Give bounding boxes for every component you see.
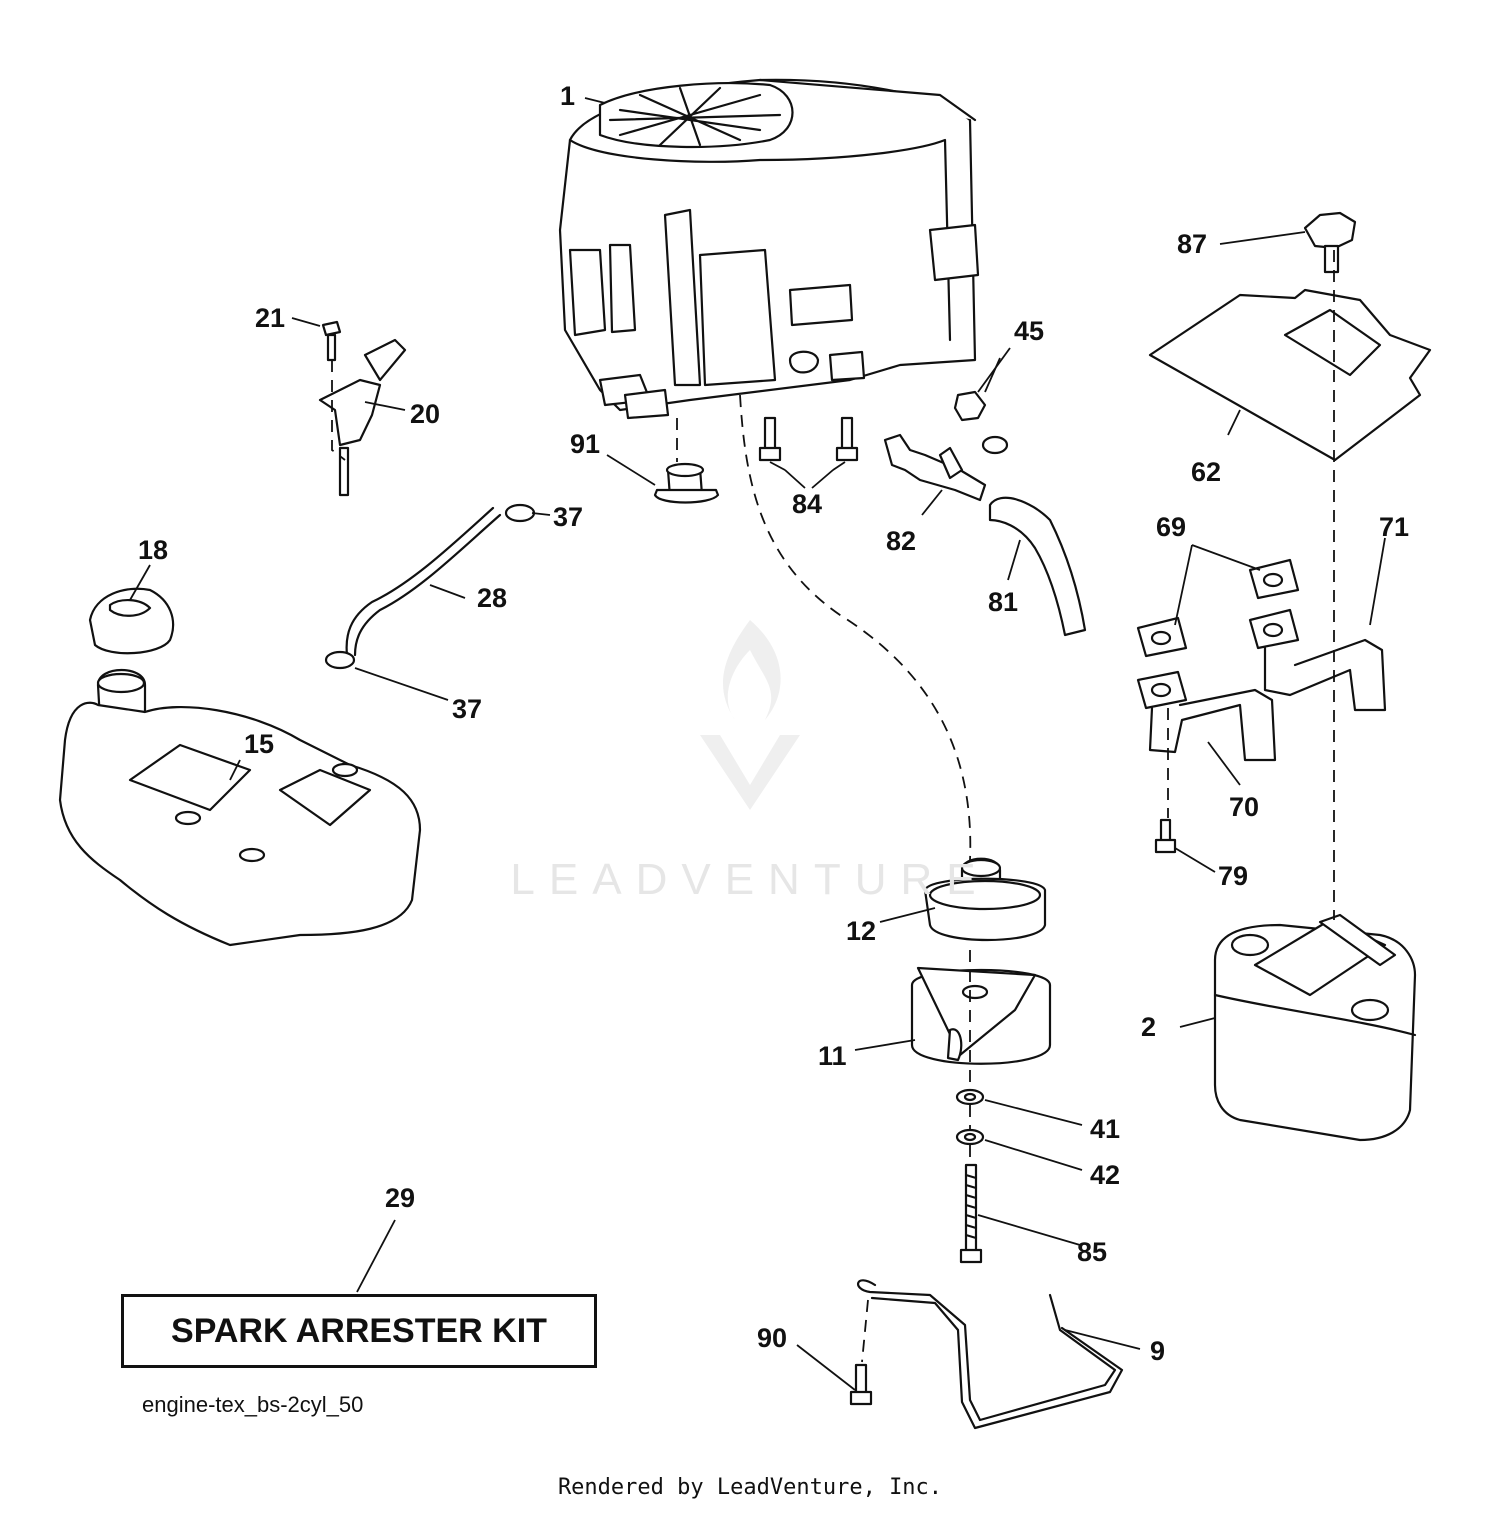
callout-69: 69 xyxy=(1156,512,1186,542)
fuel-cap-part-18 xyxy=(88,587,175,655)
callout-1: 1 xyxy=(560,81,575,111)
callout-21: 21 xyxy=(255,303,285,333)
callout-79: 79 xyxy=(1218,861,1248,891)
watermark-text: LEADVENTURE xyxy=(510,855,990,904)
callout-2: 2 xyxy=(1141,1012,1156,1042)
gasket-part-69 xyxy=(1136,558,1300,658)
callout-82: 82 xyxy=(886,526,916,556)
fuel-line-part-28 xyxy=(345,506,502,657)
callout-9: 9 xyxy=(1150,1336,1165,1366)
assembly-lines xyxy=(331,250,1335,1363)
heat-shield-part-62 xyxy=(1148,288,1432,462)
callout-12: 12 xyxy=(846,916,876,946)
rod-part-9 xyxy=(857,1279,1124,1430)
knob-part-87 xyxy=(1303,211,1357,274)
callout-41: 41 xyxy=(1090,1114,1120,1144)
bolt-part-84 xyxy=(758,416,859,462)
clamp-part-37-bottom xyxy=(324,650,356,670)
leader-lines xyxy=(129,97,1386,1391)
callout-91: 91 xyxy=(570,429,600,459)
nut-part-45 xyxy=(953,390,987,422)
bolt-part-79 xyxy=(1154,818,1177,854)
callout-18: 18 xyxy=(138,535,168,565)
callout-84: 84 xyxy=(792,489,822,519)
throttle-control-part-20 xyxy=(318,338,407,497)
bolt-part-90 xyxy=(849,1363,873,1406)
engine-part xyxy=(558,78,980,420)
callout-90: 90 xyxy=(757,1323,787,1353)
callout-71: 71 xyxy=(1379,512,1409,542)
clamp-part-37-top xyxy=(504,503,536,523)
callout-45: 45 xyxy=(1014,316,1044,346)
callout-29: 29 xyxy=(385,1183,415,1213)
exhaust-pipe-part-71 xyxy=(1248,608,1387,712)
clutch-part-11 xyxy=(910,966,1052,1065)
callout-70: 70 xyxy=(1229,792,1259,822)
fuel-tank-part-15 xyxy=(58,668,422,947)
pulley-part-12 xyxy=(923,857,1047,942)
callout-87: 87 xyxy=(1177,229,1207,259)
callout-37-bottom: 37 xyxy=(452,694,482,724)
muffler-part-2 xyxy=(1213,913,1417,1142)
callout-81: 81 xyxy=(988,587,1018,617)
bolt-part-85 xyxy=(959,1163,983,1264)
callout-42: 42 xyxy=(1090,1160,1120,1190)
screw-part-21 xyxy=(321,320,342,362)
footer-credit: Rendered by LeadVenture, Inc. xyxy=(557,1475,943,1500)
watermark-logo xyxy=(700,620,800,810)
callout-11: 11 xyxy=(818,1041,847,1071)
hose-part-81 xyxy=(988,496,1087,637)
fuel-filter-part-82 xyxy=(883,433,1009,502)
callout-37-top: 37 xyxy=(553,502,583,532)
exhaust-pipe-part-70 xyxy=(1136,670,1277,762)
callout-62: 62 xyxy=(1191,457,1221,487)
callout-28: 28 xyxy=(477,583,507,613)
callout-20: 20 xyxy=(410,399,440,429)
washer-part-41 xyxy=(955,1088,985,1106)
callout-15: 15 xyxy=(244,729,274,759)
callout-85: 85 xyxy=(1077,1237,1107,1267)
washer-part-42 xyxy=(955,1128,985,1146)
spark-arrester-kit-label: SPARK ARRESTER KIT xyxy=(121,1294,597,1368)
bushing-part-91 xyxy=(653,462,720,504)
diagram-id: engine-tex_bs-2cyl_50 xyxy=(142,1392,364,1417)
